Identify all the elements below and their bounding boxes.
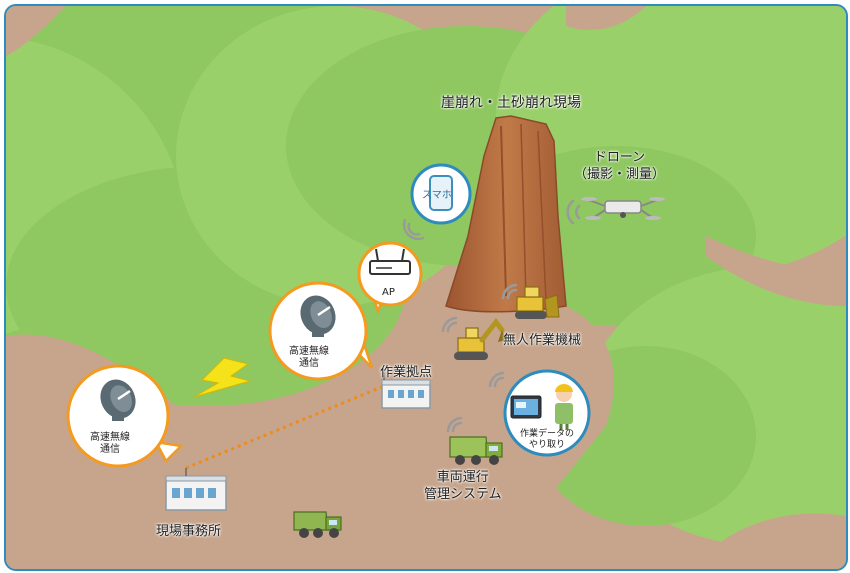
radio-bubble-base	[268, 281, 374, 381]
drone-label-line2: （撮影・測量）	[574, 167, 666, 182]
site-label: 崖崩れ・土砂崩れ現場	[441, 95, 581, 111]
diagram-frame: 崖崩れ・土砂崩れ現場 ドローン （撮影・測量） スマホ AP 無人作業機械 作業…	[4, 4, 848, 571]
landslide-cliff	[445, 115, 567, 313]
radio-label-office-line2: 通信	[100, 444, 120, 455]
data-exchange-bubble	[503, 369, 591, 457]
office-label: 現場事務所	[156, 524, 222, 539]
vehicle-system-line1: 車両運行	[436, 470, 489, 485]
bulldozer-icon	[515, 286, 560, 319]
tablet-icon	[510, 395, 542, 419]
building-icon	[165, 468, 227, 511]
ap-bubble	[357, 241, 423, 315]
dump-truck-icon	[449, 436, 503, 465]
parabolic-antenna-icon	[300, 295, 336, 337]
radio-label-base-line2: 通信	[299, 358, 319, 369]
vehicle-system-label: 車両運行 管理システム	[424, 469, 502, 503]
router-icon	[369, 248, 411, 275]
signal-icon	[402, 199, 581, 433]
worker-icon	[555, 384, 573, 430]
radio-label-office: 高速無線 通信	[90, 432, 130, 456]
radio-bubble-office	[66, 364, 184, 468]
drone-label-line1: ドローン	[593, 150, 646, 165]
smartphone-bubble	[410, 163, 472, 225]
smartphone-label: スマホ	[422, 190, 452, 201]
ap-label: AP	[382, 287, 395, 298]
drone-label: ドローン （撮影・測量）	[574, 149, 665, 183]
base-label: 作業拠点	[380, 365, 433, 380]
excavator-icon	[454, 317, 506, 360]
data-exchange-line1: 作業データの	[520, 429, 575, 439]
drone-icon	[581, 197, 665, 220]
radio-label-base-line1: 高速無線	[289, 346, 329, 357]
machine-label: 無人作業機械	[503, 333, 582, 348]
smartphone-icon	[429, 175, 453, 211]
vehicle-system-line2: 管理システム	[424, 487, 502, 502]
dump-truck-icon	[293, 511, 342, 538]
building-icon	[381, 372, 431, 409]
data-exchange-label: 作業データの やり取り	[520, 429, 574, 451]
lightning-icon	[193, 357, 252, 398]
radio-label-base: 高速無線 通信	[289, 346, 329, 370]
data-exchange-line2: やり取り	[529, 440, 566, 450]
parabolic-antenna-icon	[100, 379, 136, 421]
scene	[6, 6, 846, 569]
radio-label-office-line1: 高速無線	[90, 432, 130, 443]
radio-link-line	[185, 384, 385, 470]
